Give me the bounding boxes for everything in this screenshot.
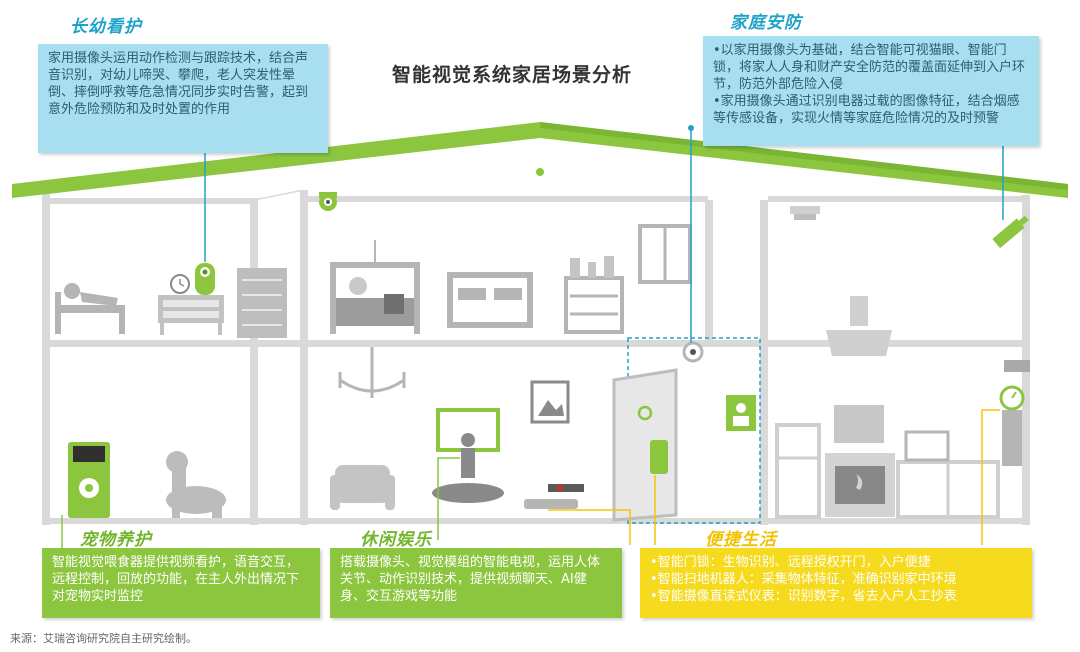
pet-care-title: 宠物养护 bbox=[80, 530, 152, 550]
convenience-line-3: •智能摄像直读式仪表：识别数字，省去入户人工抄表 bbox=[650, 589, 957, 604]
fridge-icon bbox=[775, 423, 821, 519]
home-security-box: •以家用摄像头为基础，结合智能可视猫眼、智能门锁，将家人人身和财产安全防范的覆盖… bbox=[703, 36, 1039, 146]
convenience-title: 便捷生活 bbox=[705, 530, 777, 550]
leisure-box: 搭载摄像头、视觉模组的智能电视，运用人体关节、动作识别技术，提供视频聊天、AI健… bbox=[330, 548, 622, 618]
page-title: 智能视觉系统家居场景分析 bbox=[392, 64, 633, 86]
kitchen-counter-icon bbox=[896, 430, 1000, 519]
convenience-line-2: •智能扫地机器人：采集物体特征，准确识别家中环境 bbox=[650, 572, 957, 587]
nightstand-icon bbox=[158, 295, 224, 335]
home-security-title: 家庭安防 bbox=[730, 13, 802, 33]
elderly-child-title: 长幼看护 bbox=[70, 17, 142, 37]
double-bed-icon bbox=[447, 272, 533, 328]
wardrobe-icon bbox=[237, 268, 287, 338]
yoga-person-icon bbox=[432, 433, 504, 503]
security-camera-icon bbox=[992, 215, 1029, 249]
stove-icon bbox=[825, 405, 895, 517]
dresser-icon bbox=[564, 256, 624, 334]
convenience-line-1: •智能门锁：生物识别、远程授权开门，入户便捷 bbox=[650, 555, 931, 570]
smart-lock-icon bbox=[637, 405, 668, 474]
dog-icon bbox=[166, 451, 226, 518]
roof bbox=[12, 122, 1068, 198]
window-icon bbox=[638, 224, 692, 284]
elderly-child-box: 家用摄像头运用动作检测与跟踪技术，结合声音识别，对幼儿啼哭、攀爬，老人突发性晕倒… bbox=[38, 44, 328, 153]
picture-frame-icon bbox=[530, 380, 570, 424]
pet-care-box: 智能视觉喂食器提供视频看护，语音交互，远程控制，回放的功能，在主人外出情况下对宠… bbox=[42, 548, 320, 618]
source-note: 来源：艾瑞咨询研究院自主研究绘制。 bbox=[10, 632, 197, 645]
crib-icon bbox=[330, 240, 420, 334]
elderly-child-text: 家用摄像头运用动作检测与跟踪技术，结合声音识别，对幼儿啼哭、攀爬，老人突发性晕倒… bbox=[48, 51, 309, 117]
robot-vacuum-icon bbox=[524, 484, 584, 509]
door-icon bbox=[612, 337, 761, 524]
leisure-title: 休闲娱乐 bbox=[360, 530, 432, 550]
alarm-clock-icon bbox=[170, 274, 190, 294]
ceiling-camera-icon bbox=[319, 192, 337, 211]
chandelier-icon bbox=[338, 347, 406, 398]
bed-icon bbox=[55, 283, 125, 334]
home-security-line-2: •家用摄像头通过识别电器过载的图像特征，结合烟感等传感设备，实现火情等家庭危险情… bbox=[713, 94, 1020, 126]
pet-care-text: 智能视觉喂食器提供视频看护，语音交互，远程控制，回放的功能，在主人外出情况下对宠… bbox=[52, 555, 300, 604]
convenience-box: •智能门锁：生物识别、远程授权开门，入户便捷 •智能扫地机器人：采集物体特征，准… bbox=[640, 548, 1032, 618]
home-security-line-1: •以家用摄像头为基础，结合智能可视猫眼、智能门锁，将家人人身和财产安全防范的覆盖… bbox=[713, 43, 1026, 92]
video-doorbell-icon bbox=[682, 341, 704, 363]
leisure-text: 搭载摄像头、视觉模组的智能电视，运用人体关节、动作识别技术，提供视频聊天、AI健… bbox=[340, 555, 601, 604]
pet-feeder-icon bbox=[68, 442, 110, 518]
meter-icon bbox=[999, 360, 1030, 466]
smoke-detector-icon bbox=[790, 206, 820, 220]
armchair-icon bbox=[330, 465, 395, 510]
baby-monitor-icon bbox=[195, 263, 215, 295]
range-hood-icon bbox=[826, 296, 892, 356]
intercom-screen-icon bbox=[726, 395, 756, 431]
